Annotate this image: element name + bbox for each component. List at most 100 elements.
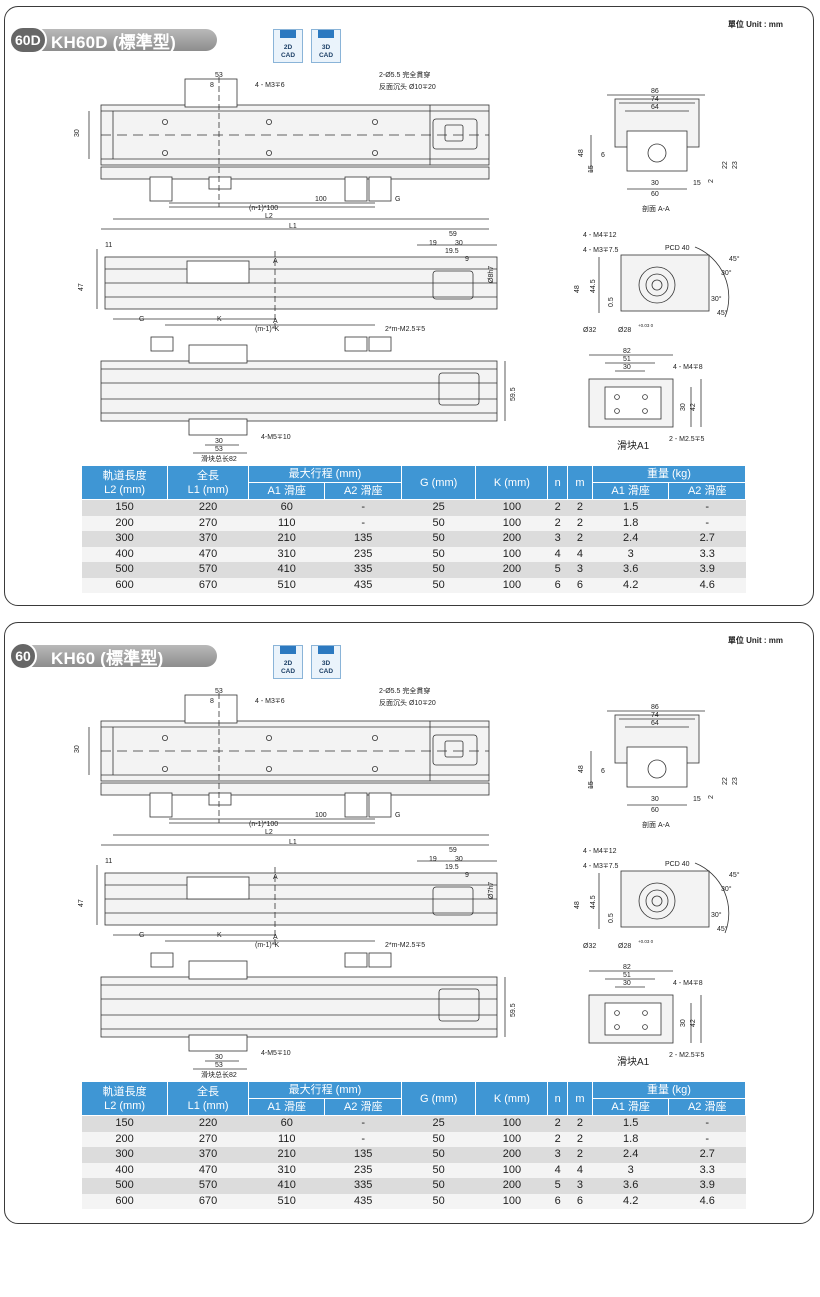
dim-19: 19 xyxy=(429,240,437,247)
table-cell: 4.6 xyxy=(668,577,746,593)
dim-22: 22 xyxy=(722,161,729,169)
table-cell: 200 xyxy=(475,1178,548,1194)
thru-note: 2-Ø5.5 完全貫穿 xyxy=(379,686,430,695)
hole-note: 4 - M3∓6 xyxy=(255,698,285,705)
dim-48: 48 xyxy=(574,901,581,909)
dim-42: 42 xyxy=(690,1019,697,1027)
table-cell: 335 xyxy=(324,1178,402,1194)
section-a-mark: A xyxy=(273,874,278,881)
table-cell: 135 xyxy=(324,1147,402,1163)
dim-30: 30 xyxy=(651,180,659,187)
dim-6: 6 xyxy=(601,768,605,775)
table-cell: 50 xyxy=(401,1193,476,1209)
dim-47: 47 xyxy=(78,283,85,291)
table-subheader-row: A1 滑座 A2 滑座 A1 滑座 A2 滑座 xyxy=(82,1098,746,1116)
section-title-bar: 60D KH60D (標準型) xyxy=(9,26,217,54)
dim-60: 60 xyxy=(651,191,659,198)
unit-label: 單位 Unit : mm xyxy=(727,636,783,645)
table-cell: 50 xyxy=(401,531,476,547)
tap-note: 4 - M4∓8 xyxy=(673,364,703,371)
table-cell: 470 xyxy=(167,546,249,562)
col-g: G (mm) xyxy=(400,465,477,500)
table-cell: 4 xyxy=(567,1162,593,1178)
shaft-dia: Ø8h7 xyxy=(488,266,495,283)
top-view xyxy=(88,693,490,846)
table-cell: 370 xyxy=(167,1147,249,1163)
g-label: G xyxy=(395,812,400,819)
table-cell: 60 xyxy=(248,1115,325,1132)
table-cell: 235 xyxy=(324,1162,402,1178)
dim-15: 15 xyxy=(588,165,595,173)
table-cell: 100 xyxy=(475,1115,548,1132)
table-cell: 310 xyxy=(248,1162,325,1178)
model-badge: 60 xyxy=(9,642,37,670)
dim-0-5: 0.5 xyxy=(608,913,615,923)
dim-15: 15 xyxy=(588,781,595,789)
table-cell: 100 xyxy=(475,546,548,562)
tolerance-note: +0.03 0 xyxy=(638,939,654,944)
dim-23: 23 xyxy=(732,161,739,169)
table-cell: 500 xyxy=(81,562,168,578)
table-cell: 410 xyxy=(248,1178,325,1194)
table-cell: - xyxy=(324,1131,402,1147)
table-cell: - xyxy=(668,1131,746,1147)
end-view xyxy=(598,862,730,934)
dim-30: 30 xyxy=(623,980,631,987)
col-m: m xyxy=(567,465,593,500)
table-cell: 100 xyxy=(475,1131,548,1147)
dim-19-5: 19.5 xyxy=(445,248,459,255)
section-aa-view xyxy=(590,710,705,806)
col-k: K (mm) xyxy=(475,465,549,500)
table-cell: 100 xyxy=(475,515,548,531)
table-cell: 110 xyxy=(248,1131,325,1147)
table-cell: 50 xyxy=(401,1162,476,1178)
dim-59: 59 xyxy=(449,847,457,854)
col-stroke-a1: A1 滑座 xyxy=(247,482,326,500)
table-cell: 25 xyxy=(401,499,476,516)
dim-30: 30 xyxy=(74,129,81,137)
table-cell: 335 xyxy=(324,562,402,578)
dim-86: 86 xyxy=(651,704,659,711)
table-cell: 200 xyxy=(475,531,548,547)
table-cell: 2.4 xyxy=(592,531,669,547)
table-cell: 510 xyxy=(248,577,325,593)
dim-0-5: 0.5 xyxy=(608,297,615,307)
dim-30: 30 xyxy=(215,1054,223,1061)
table-cell: 3.3 xyxy=(668,1162,746,1178)
table-cell: 435 xyxy=(324,1193,402,1209)
engineering-drawing: 53 8 4 - M3∓6 2-Ø5.5 完全貫穿 反面沉头 Ø10∓20 30… xyxy=(74,70,740,463)
dim-30: 30 xyxy=(74,745,81,753)
dim-8: 8 xyxy=(210,698,214,705)
dia-28: Ø28 xyxy=(618,327,631,334)
g-label: G xyxy=(395,196,400,203)
table-cell: 670 xyxy=(167,577,249,593)
table-cell: 3 xyxy=(567,562,593,578)
table-cell: 2 xyxy=(567,499,593,516)
table-cell: 200 xyxy=(475,1147,548,1163)
dim-82: 82 xyxy=(623,964,631,971)
tap-note: 2 - M2.5∓5 xyxy=(669,436,705,443)
col-max-stroke: 最大行程 (mm) xyxy=(247,465,402,483)
table-subheader-row: A1 滑座 A2 滑座 A1 滑座 A2 滑座 xyxy=(82,482,746,500)
col-n: n xyxy=(547,1081,569,1116)
dim-2: 2 xyxy=(708,179,715,183)
dim-11: 11 xyxy=(105,242,112,249)
slider-caption: 滑块A1 xyxy=(617,1056,650,1068)
table-cell: - xyxy=(668,515,746,531)
tap-note: 4 - M3∓7.5 xyxy=(583,247,619,254)
dim-82: 82 xyxy=(623,348,631,355)
